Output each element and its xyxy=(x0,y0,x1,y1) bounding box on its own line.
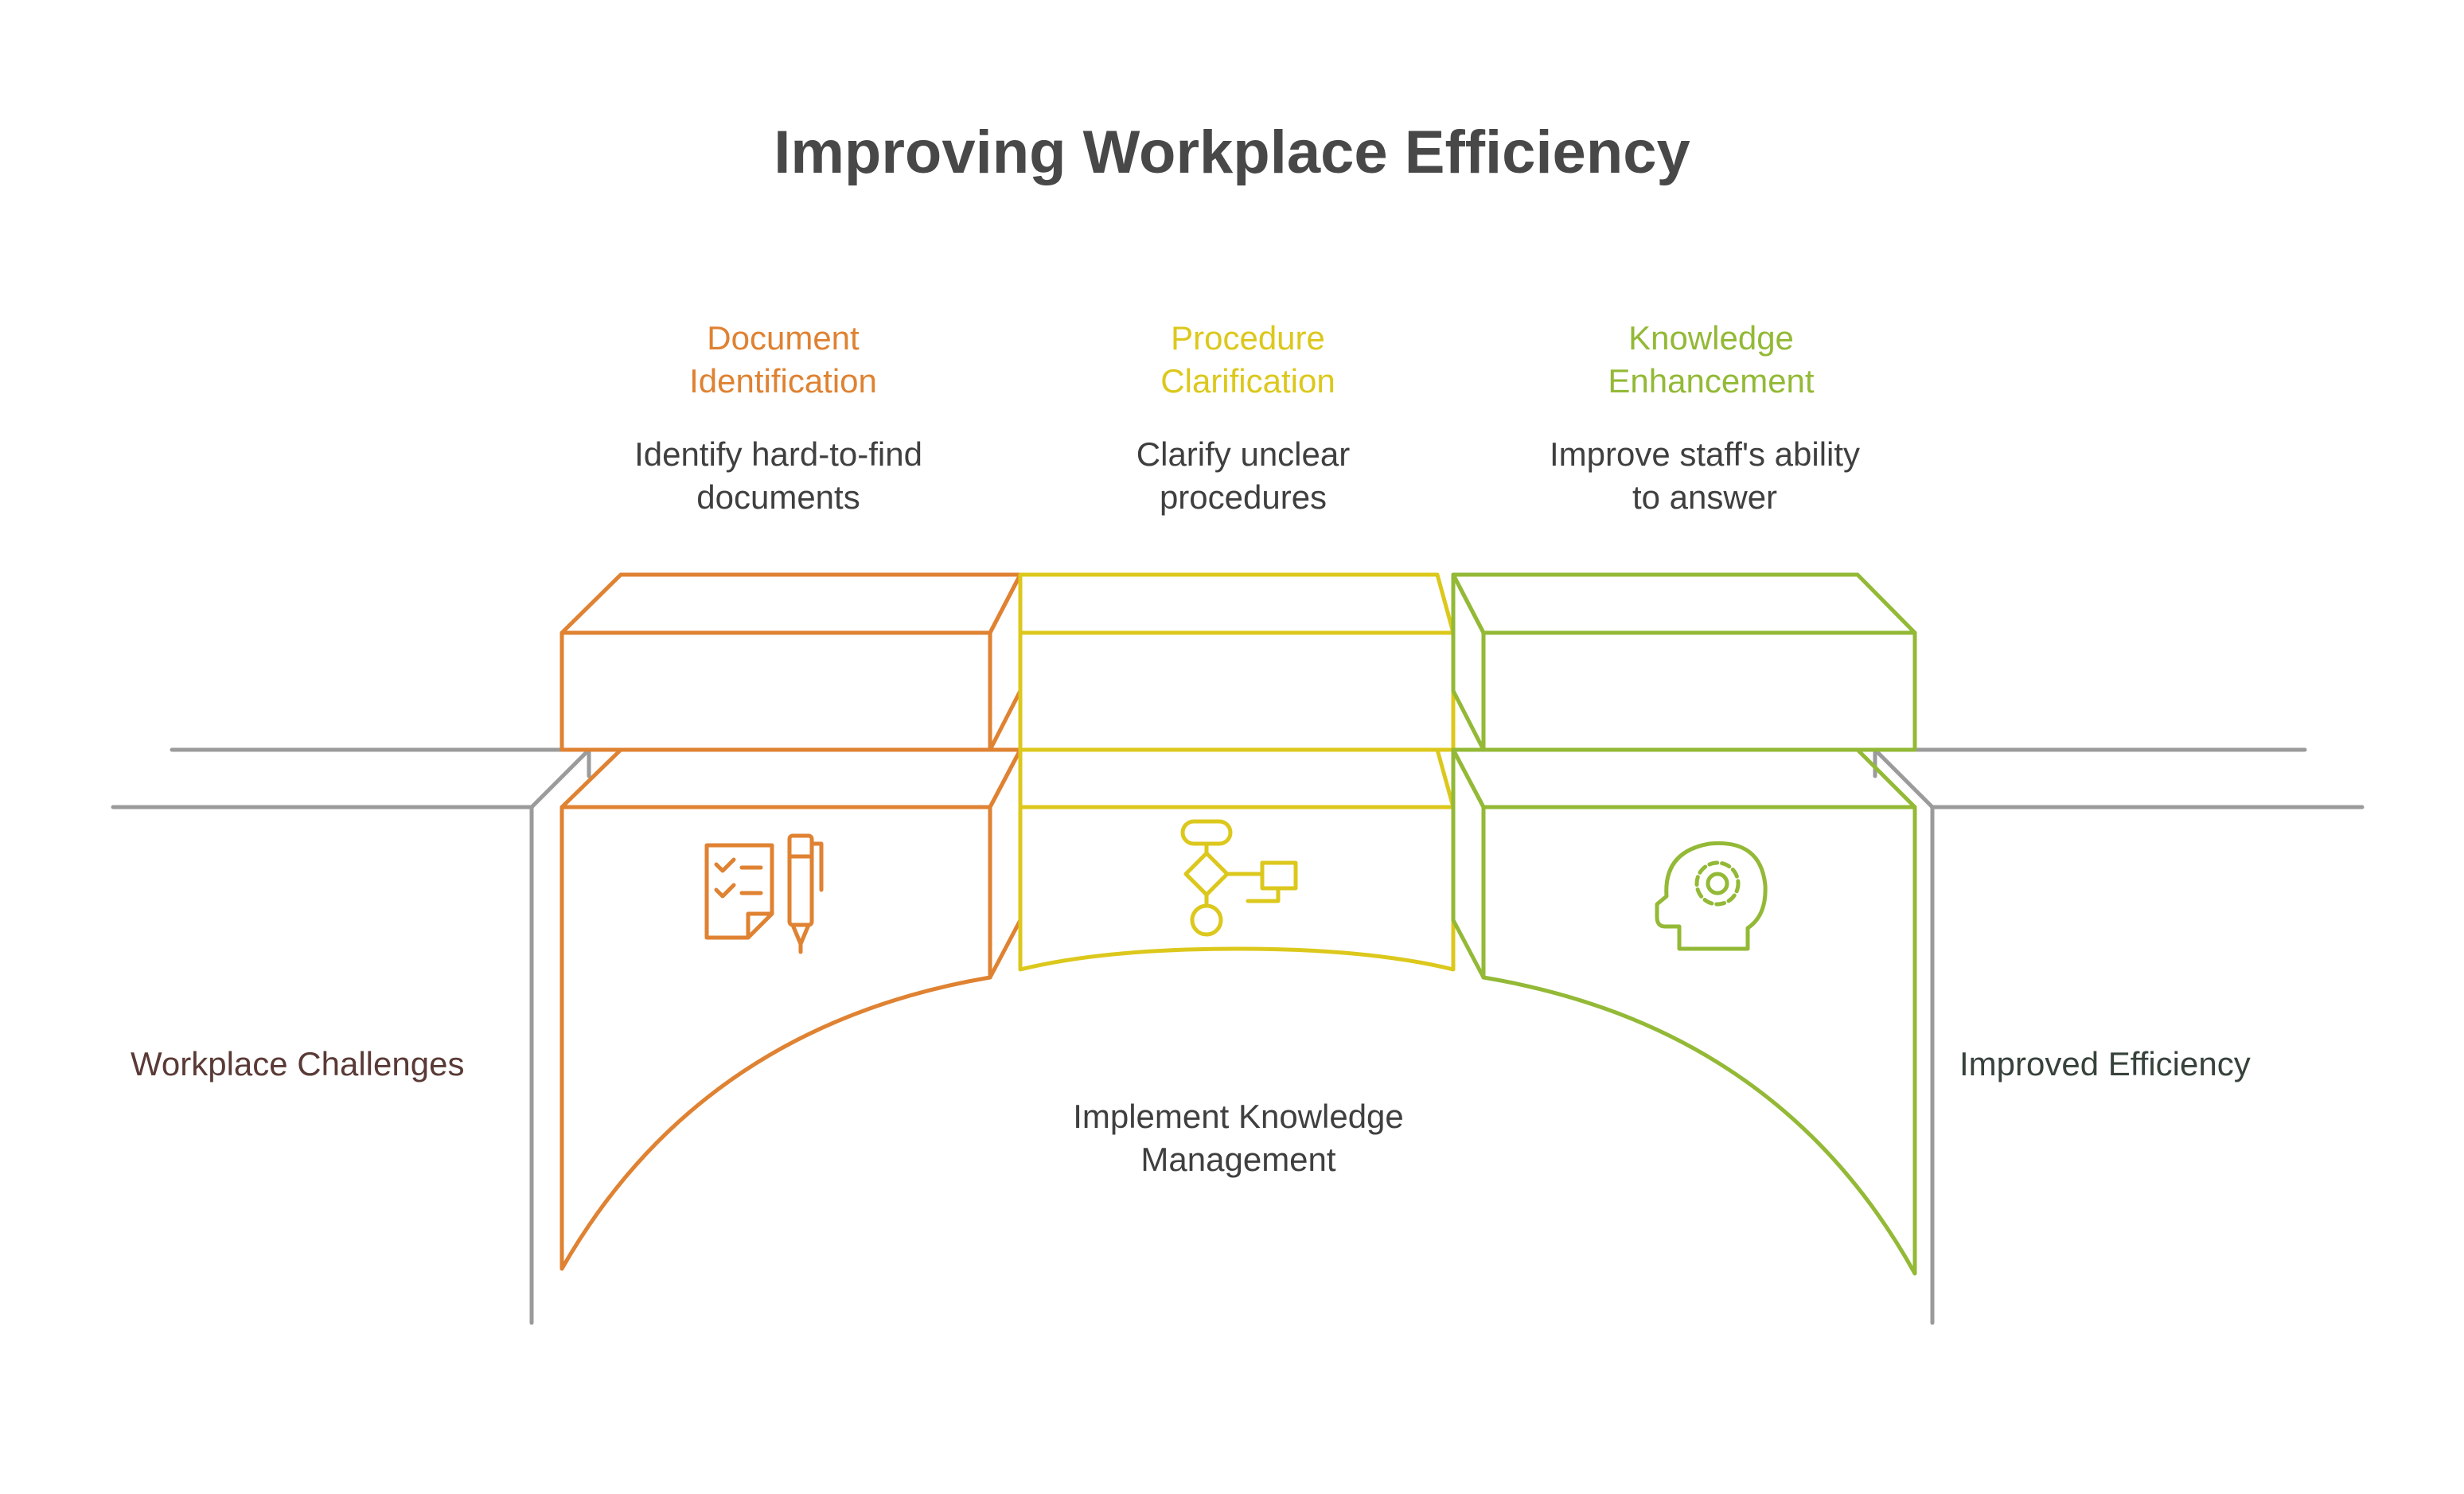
head-with-gear-icon xyxy=(1655,841,1768,951)
step-title-line: Document xyxy=(707,319,860,357)
top-block-side-face xyxy=(988,572,1023,752)
step-desc-line: procedures xyxy=(1159,478,1328,516)
step-desc-procedure-clarification: Clarify unclear procedures xyxy=(1020,433,1466,519)
bottom-block-front-face xyxy=(1018,805,1456,972)
right-cliff-edge xyxy=(1873,747,2365,809)
step-title-knowledge-enhancement: Knowledge Enhancement xyxy=(1488,317,1934,403)
left-cliff-edge xyxy=(111,747,591,809)
bottom-block-top-face xyxy=(559,747,1023,809)
step-title-line: Knowledge xyxy=(1628,319,1794,357)
top-block-top-face xyxy=(1018,572,1456,635)
bottom-block-side-face xyxy=(988,747,1023,980)
center-label-line: Management xyxy=(1140,1141,1336,1178)
center-label-line: Implement Knowledge xyxy=(1073,1098,1404,1135)
bottom-block-top-face xyxy=(1018,747,1456,809)
top-block-front-face xyxy=(1018,630,1456,752)
step-desc-knowledge-enhancement: Improve staff's ability to answer xyxy=(1482,433,1928,519)
top-block-front-face xyxy=(1481,630,1917,752)
step-title-line: Identification xyxy=(689,362,877,400)
bottom-block-top-face xyxy=(1451,747,1917,809)
step-title-line: Clarification xyxy=(1160,362,1335,400)
top-block-front-face xyxy=(559,630,992,752)
step-desc-document-identification: Identify hard-to-find documents xyxy=(556,433,1001,519)
step-desc-line: documents xyxy=(696,478,860,516)
ground-lines xyxy=(111,747,2365,1325)
step-desc-line: to answer xyxy=(1632,478,1778,516)
diagram-title: Improving Workplace Efficiency xyxy=(774,119,1690,186)
step-desc-line: Improve staff's ability xyxy=(1549,435,1861,473)
step-desc-line: Identify hard-to-find xyxy=(634,435,922,473)
step-title-document-identification: Document Identification xyxy=(560,317,1006,403)
bridge-block-knowledge-enhancement xyxy=(1451,572,1917,1276)
right-label: Improved Efficiency xyxy=(1959,1045,2251,1082)
top-block-side-face xyxy=(1451,572,1486,752)
checklist-with-pen-icon xyxy=(704,833,824,954)
step-title-procedure-clarification: Procedure Clarification xyxy=(1025,317,1471,403)
top-block-top-face xyxy=(559,572,1023,635)
flowchart-icon xyxy=(1180,819,1298,937)
bottom-block-front-face xyxy=(1481,805,1917,1276)
step-title-line: Enhancement xyxy=(1608,362,1815,400)
left-label: Workplace Challenges xyxy=(131,1045,465,1082)
center-label: Implement Knowledge Management xyxy=(960,1095,1517,1181)
step-desc-line: Clarify unclear xyxy=(1136,435,1351,473)
bridge-block-procedure-clarification xyxy=(1018,572,1456,972)
bottom-block-side-face xyxy=(1451,747,1486,980)
step-title-line: Procedure xyxy=(1171,319,1325,357)
bottom-block-front-face xyxy=(559,805,992,1271)
top-block-top-face xyxy=(1451,572,1917,635)
